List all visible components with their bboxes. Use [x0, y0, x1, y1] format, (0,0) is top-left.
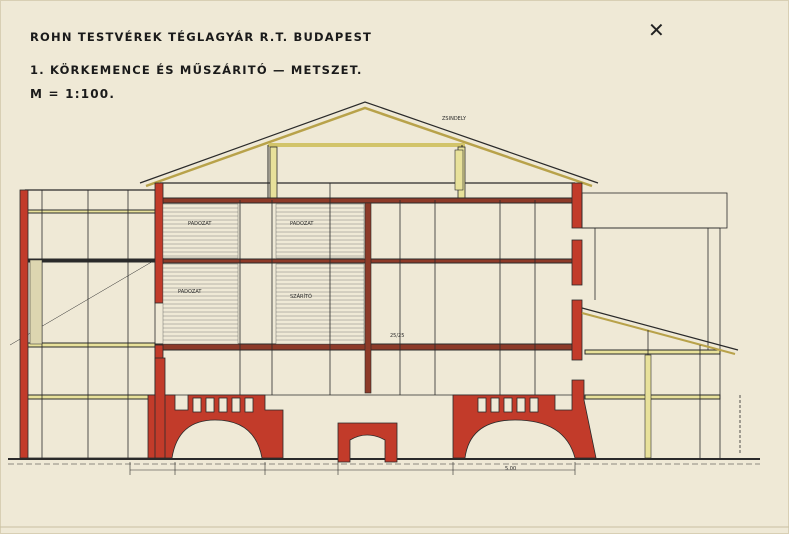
main-wall-left-base: [154, 357, 166, 459]
title-subject: 1. KÖRKEMENCE ÉS MŰSZÁRITÓ — METSZET.: [30, 63, 363, 77]
title-company: ROHN TESTVÉREK TÉGLAGYÁR R.T. BUDAPEST: [30, 30, 373, 44]
rack-hatching: [163, 207, 364, 341]
rack-panel-3: [275, 203, 365, 259]
roof-note-text: ZSINDELY: [442, 116, 467, 122]
left-outer-wall: [19, 189, 29, 459]
drying-racks: [162, 203, 365, 345]
beam-left-wing-top: [24, 209, 156, 214]
floor-label-left-mid: PADOZAT: [178, 289, 202, 295]
ridge-post-timber: [454, 149, 464, 191]
floor-label-right-mid: SZÁRÍTÓ: [290, 293, 312, 300]
corner-cross-mark: ✕: [648, 18, 665, 42]
main-roof: [139, 101, 599, 188]
floor-label-right-upper: PADOZAT: [290, 221, 314, 227]
kiln-right: [452, 379, 597, 459]
beam-left-wing-low: [24, 394, 156, 400]
left-wing-panel: [29, 259, 43, 345]
kiln-left: [147, 394, 284, 459]
right-annex: [581, 192, 741, 458]
beam-left-wing-mid: [24, 342, 156, 348]
beam-top-floor: [159, 197, 576, 204]
beam-note-text: 25/25: [390, 333, 404, 339]
annex-post-timber: [644, 354, 652, 459]
floor-label-left-upper: PADOZAT: [188, 221, 212, 227]
title-scale: M = 1:100.: [30, 87, 116, 101]
beam-left-wing-upper: [24, 258, 156, 263]
main-wall-right-lower: [571, 299, 583, 361]
main-wall-right-mid: [571, 239, 583, 286]
main-wall-right-upper: [571, 182, 583, 229]
inner-columns: [239, 183, 536, 395]
rack-panel-1: [162, 203, 239, 259]
ground-dimension-ticks: [129, 462, 576, 475]
roof-post-left-timber: [269, 146, 278, 203]
central-column: [364, 202, 372, 394]
kiln-center-flue: [337, 422, 398, 463]
main-wall-left-upper: [154, 182, 164, 304]
span-note-text: 5.00: [505, 466, 516, 472]
